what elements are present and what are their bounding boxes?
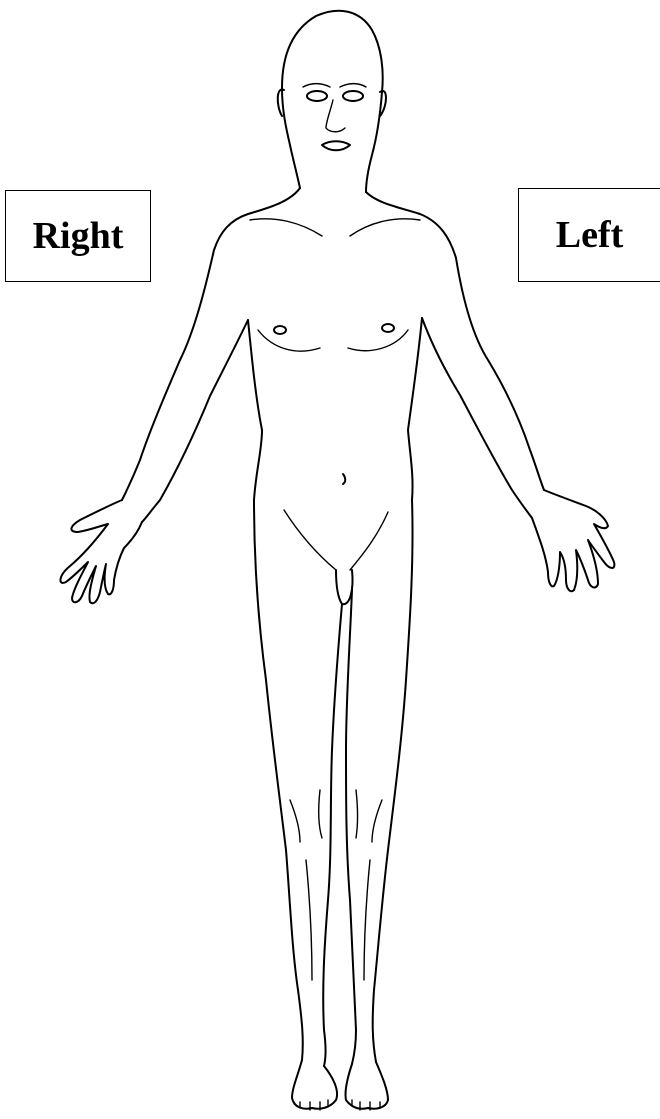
left-knee-inner xyxy=(356,790,358,838)
left-shoulder-line xyxy=(366,192,456,258)
left-arm xyxy=(422,258,614,591)
left-arm-outer xyxy=(456,258,544,490)
right-clavicle xyxy=(250,219,322,236)
feet xyxy=(292,1060,388,1110)
left-hand xyxy=(532,490,614,591)
right-nipple xyxy=(274,326,286,334)
right-flank xyxy=(248,320,262,500)
legs xyxy=(254,500,413,1066)
left-shin xyxy=(364,860,370,980)
left-groin-line xyxy=(350,512,388,570)
head xyxy=(278,11,386,192)
right-arm-outer xyxy=(122,250,214,500)
right-eye xyxy=(307,91,327,101)
right-leg-inner xyxy=(323,604,342,1066)
left-flank xyxy=(408,318,422,500)
right-chest xyxy=(258,330,320,351)
right-leg-outer xyxy=(254,500,303,1060)
left-leg-inner xyxy=(346,590,356,1064)
left-knee xyxy=(372,800,382,842)
right-arm xyxy=(60,250,248,603)
pelvis-center xyxy=(336,570,353,604)
left-nipple xyxy=(382,324,394,332)
right-knee xyxy=(290,800,300,842)
right-foot xyxy=(292,1060,337,1109)
left-arm-inner xyxy=(422,318,532,518)
mouth xyxy=(322,141,350,150)
right-groin-line xyxy=(284,510,336,570)
right-knee-inner xyxy=(319,790,322,838)
navel xyxy=(343,474,345,484)
left-eyebrow xyxy=(340,84,366,87)
right-eyebrow xyxy=(303,84,330,87)
nose xyxy=(326,100,345,132)
left-clavicle xyxy=(350,219,420,236)
left-eye xyxy=(343,91,363,101)
right-arm-inner xyxy=(142,320,248,522)
left-chest xyxy=(348,330,408,351)
left-leg-outer xyxy=(373,500,413,1062)
right-hand xyxy=(60,500,142,603)
right-shin xyxy=(306,860,312,980)
torso xyxy=(214,188,456,604)
